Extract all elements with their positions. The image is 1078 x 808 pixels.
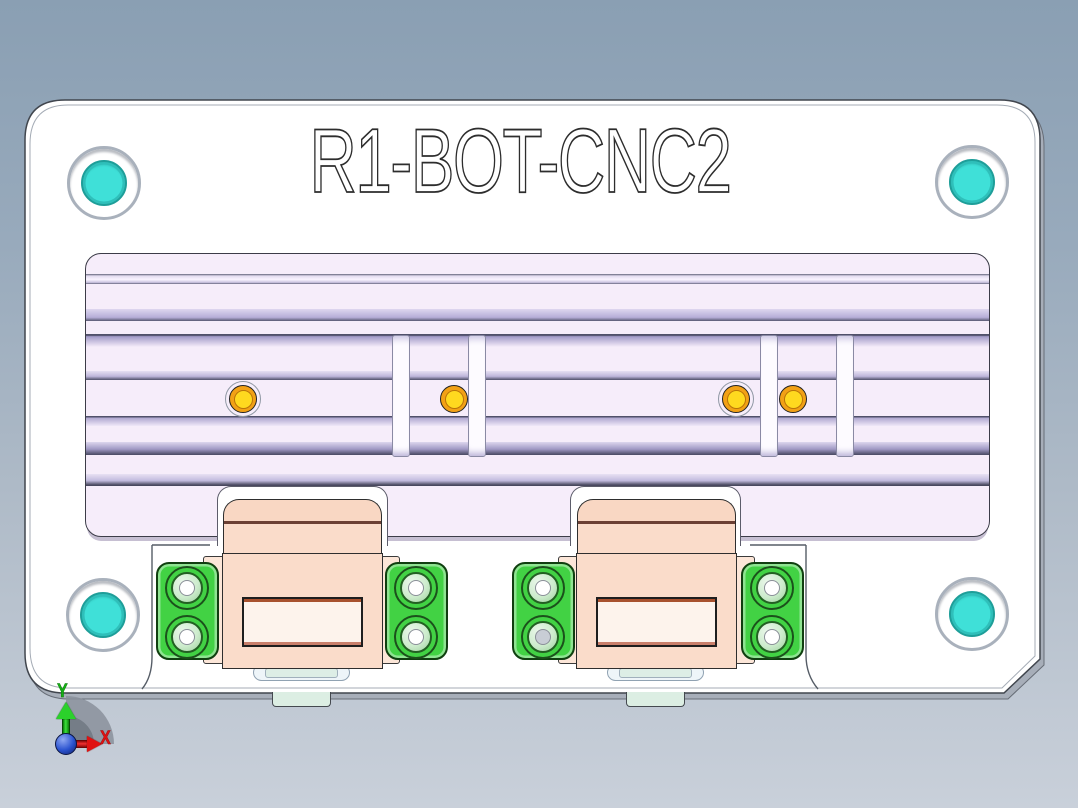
y-axis-arrow[interactable]: [62, 717, 70, 744]
origin-sphere[interactable]: [55, 733, 77, 755]
green-block-1[interactable]: [156, 562, 219, 660]
vertical-slot: [392, 335, 410, 457]
block-bore[interactable]: [521, 566, 565, 610]
locator-button-3[interactable]: [718, 381, 754, 417]
vertical-slot: [760, 335, 778, 457]
locator-button-1[interactable]: [225, 381, 261, 417]
engraved-part-number: R1-BOT-CNC2: [309, 111, 733, 212]
clamp-left-foot: [272, 692, 331, 707]
x-axis-label: X: [99, 728, 111, 750]
block-bore[interactable]: [394, 566, 438, 610]
x-axis-arrowhead[interactable]: [87, 736, 102, 752]
groove-line: [86, 416, 989, 426]
block-bore[interactable]: [750, 566, 794, 610]
clamp-pocket-outline: [141, 544, 819, 690]
plate-chamfer-line: [29, 104, 1036, 689]
corner-hole-bottom-left[interactable]: [66, 578, 140, 652]
clamp-right-slot[interactable]: [596, 597, 717, 647]
corner-hole-top-left[interactable]: [67, 146, 141, 220]
locator-button-4[interactable]: [779, 385, 807, 413]
groove-line: [86, 371, 989, 380]
corner-hole-top-right[interactable]: [935, 145, 1009, 219]
clamp-left-slot[interactable]: [242, 597, 363, 647]
green-block-4[interactable]: [741, 562, 804, 660]
groove-line: [86, 309, 989, 321]
clamp-right-foot: [626, 692, 685, 707]
groove-line: [86, 274, 989, 284]
block-bore[interactable]: [521, 615, 565, 659]
corner-hole-bottom-right[interactable]: [935, 577, 1009, 651]
block-bore[interactable]: [165, 615, 209, 659]
groove-line: [86, 474, 989, 486]
green-block-2[interactable]: [385, 562, 448, 660]
green-block-3[interactable]: [512, 562, 575, 660]
block-bore[interactable]: [394, 615, 438, 659]
block-bore[interactable]: [165, 566, 209, 610]
vertical-slot: [836, 335, 854, 457]
triad-arc-inner: [66, 716, 94, 744]
block-bore[interactable]: [750, 615, 794, 659]
x-axis-arrow[interactable]: [66, 740, 88, 748]
locator-button-2[interactable]: [440, 385, 468, 413]
vertical-slot: [468, 335, 486, 457]
